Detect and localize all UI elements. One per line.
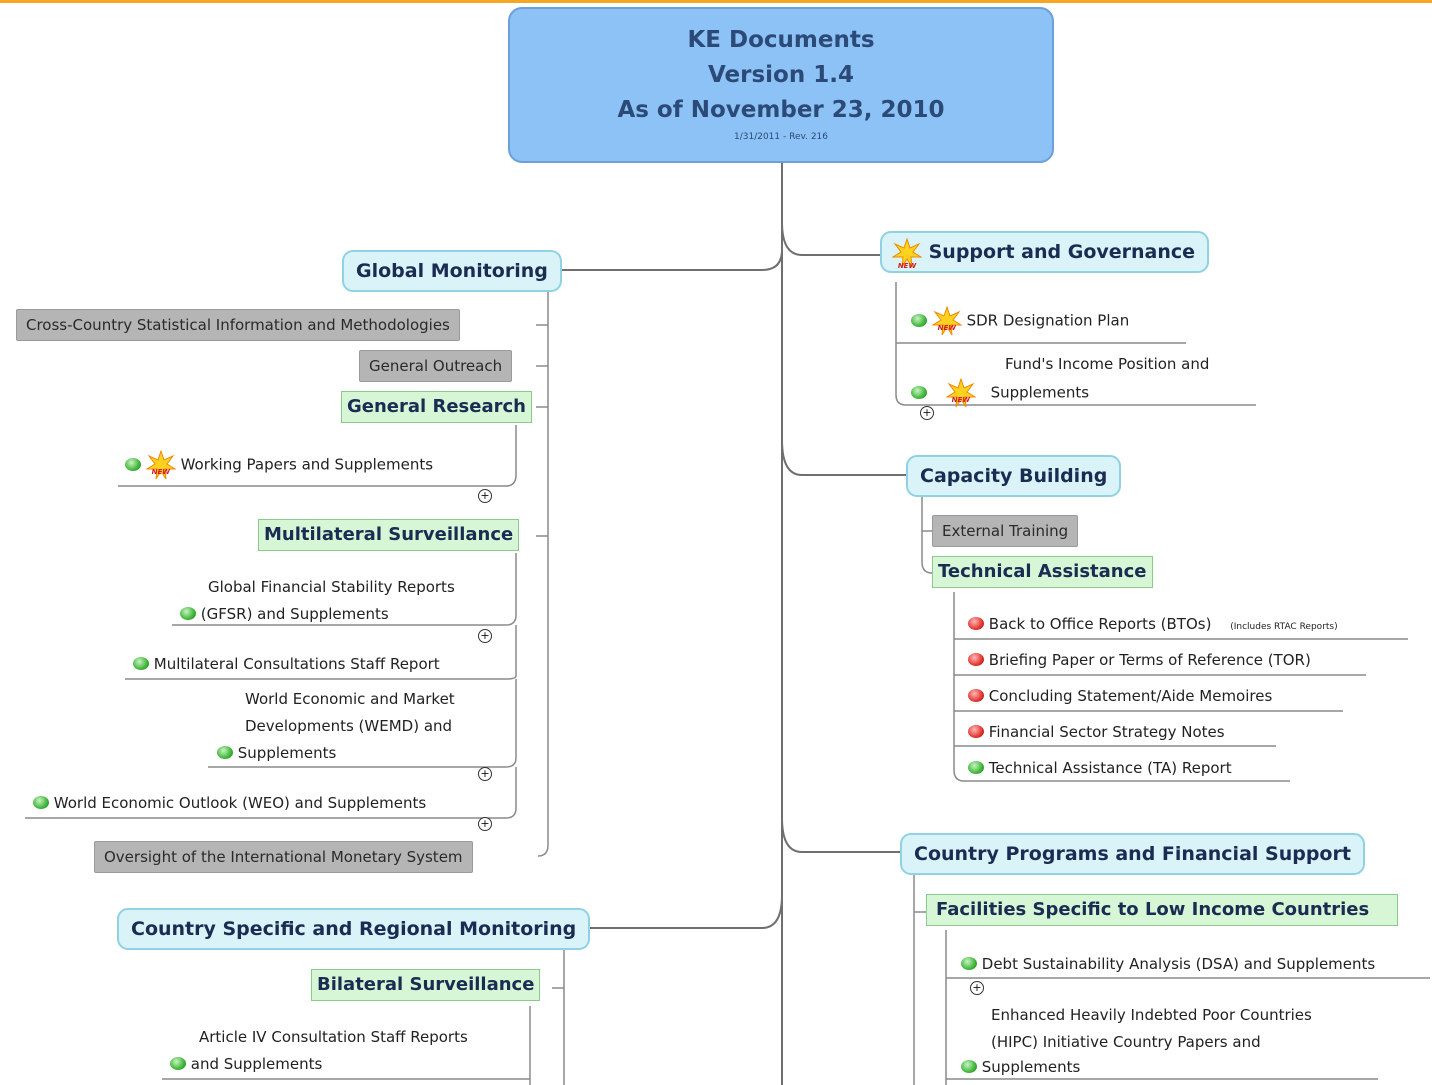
leaf-hipc-line1: Enhanced Heavily Indebted Poor Countries: [991, 1006, 1312, 1024]
green-bubble-icon: [961, 1060, 977, 1073]
green-bubble-icon: [125, 457, 141, 471]
leaf-funds-income-line2: Supplements: [990, 383, 1090, 402]
red-bubble-icon: [968, 653, 984, 666]
central-date: As of November 23, 2010: [617, 97, 945, 123]
leaf-dsa-label: Debt Sustainability Analysis (DSA) and S…: [981, 955, 1376, 973]
green-bubble-icon: [33, 796, 49, 809]
leaf-briefing-paper[interactable]: Briefing Paper or Terms of Reference (TO…: [968, 647, 1311, 674]
new-star-icon: NEW: [945, 378, 976, 408]
leaf-ta-report-label: Technical Assistance (TA) Report: [988, 759, 1232, 777]
new-badge-label: NEW: [937, 324, 956, 332]
topic-technical-assistance[interactable]: Technical Assistance: [932, 556, 1153, 588]
leaf-funds-income[interactable]: NEW Supplements: [911, 378, 1089, 408]
leaf-ta-report[interactable]: Technical Assistance (TA) Report: [968, 755, 1232, 782]
green-bubble-icon: [217, 746, 233, 759]
leaf-hipc-line2: (HIPC) Initiative Country Papers and: [991, 1033, 1261, 1051]
new-star-icon: NEW: [931, 306, 962, 336]
central-version: Version 1.4: [708, 62, 854, 88]
green-bubble-icon: [911, 385, 927, 399]
topic-country-programs[interactable]: Country Programs and Financial Support: [900, 833, 1365, 875]
new-badge-label: NEW: [951, 396, 970, 404]
leaf-bto-label: Back to Office Reports (BTOs): [988, 615, 1212, 633]
leaf-multilateral-consultations-label: Multilateral Consultations Staff Report: [153, 655, 440, 673]
leaf-sdr-designation[interactable]: NEW SDR Designation Plan: [911, 306, 1129, 336]
expand-wemd-icon[interactable]: +: [478, 767, 492, 781]
leaf-hipc-line3: Supplements: [981, 1058, 1081, 1076]
expand-gfsr-icon[interactable]: +: [478, 629, 492, 643]
leaf-wemd-line1: World Economic and Market: [245, 690, 455, 708]
topic-country-specific-monitoring[interactable]: Country Specific and Regional Monitoring: [117, 908, 591, 950]
topic-bilateral-surveillance[interactable]: Bilateral Surveillance: [311, 969, 541, 1001]
green-bubble-icon: [170, 1057, 186, 1070]
leaf-weo[interactable]: World Economic Outlook (WEO) and Supplem…: [33, 790, 426, 817]
topic-multilateral-surveillance[interactable]: Multilateral Surveillance: [258, 519, 520, 551]
expand-working-papers-icon[interactable]: +: [478, 489, 492, 503]
red-bubble-icon: [968, 617, 984, 630]
leaf-sdr-designation-label: SDR Designation Plan: [966, 311, 1130, 330]
leaf-weo-label: World Economic Outlook (WEO) and Supplem…: [53, 794, 427, 812]
expand-funds-income-icon[interactable]: +: [920, 406, 934, 420]
leaf-gfsr-line2: (GFSR) and Supplements: [200, 605, 389, 623]
leaf-concluding-statement-label: Concluding Statement/Aide Memoires: [988, 687, 1273, 705]
topic-support-governance[interactable]: NEW Support and Governance: [880, 231, 1210, 273]
leaf-funds-income-line1: Fund's Income Position and: [1005, 355, 1210, 373]
central-title: KE Documents: [687, 27, 875, 53]
leaf-wemd-line3: Supplements: [237, 744, 337, 762]
leaf-gfsr[interactable]: (GFSR) and Supplements: [180, 601, 389, 628]
new-star-icon: NEW: [892, 237, 922, 270]
topic-general-research[interactable]: General Research: [341, 391, 532, 423]
leaf-article-iv-line1: Article IV Consultation Staff Reports: [199, 1028, 468, 1046]
green-bubble-icon: [911, 313, 927, 327]
leaf-bto[interactable]: Back to Office Reports (BTOs) (Includes …: [968, 611, 1338, 641]
leaf-financial-sector-notes-label: Financial Sector Strategy Notes: [988, 723, 1225, 741]
topic-oversight[interactable]: Oversight of the International Monetary …: [94, 841, 473, 873]
leaf-financial-sector-notes[interactable]: Financial Sector Strategy Notes: [968, 719, 1225, 746]
leaf-wemd-line2: Developments (WEMD) and: [245, 717, 453, 735]
expand-dsa-icon[interactable]: +: [970, 981, 984, 995]
green-bubble-icon: [968, 761, 984, 774]
leaf-multilateral-consultations[interactable]: Multilateral Consultations Staff Report: [133, 651, 440, 678]
topic-cross-country-statistics[interactable]: Cross-Country Statistical Information an…: [16, 309, 460, 341]
leaf-working-papers-label: Working Papers and Supplements: [180, 455, 434, 474]
expand-weo-icon[interactable]: +: [478, 817, 492, 831]
green-bubble-icon: [961, 957, 977, 970]
leaf-article-iv[interactable]: and Supplements: [170, 1051, 322, 1078]
new-badge-label: NEW: [151, 468, 170, 476]
topic-global-monitoring[interactable]: Global Monitoring: [342, 250, 562, 292]
leaf-briefing-paper-label: Briefing Paper or Terms of Reference (TO…: [988, 651, 1311, 669]
new-badge-label: NEW: [897, 261, 917, 270]
topic-general-outreach[interactable]: General Outreach: [359, 350, 513, 382]
red-bubble-icon: [968, 725, 984, 738]
red-bubble-icon: [968, 689, 984, 702]
leaf-working-papers[interactable]: NEW Working Papers and Supplements: [125, 450, 433, 480]
leaf-dsa[interactable]: Debt Sustainability Analysis (DSA) and S…: [961, 951, 1375, 978]
central-revision: 1/31/2011 - Rev. 216: [733, 132, 829, 142]
top-accent-bar: [0, 0, 1432, 3]
leaf-wemd[interactable]: Supplements: [217, 740, 336, 767]
topic-support-governance-label: Support and Governance: [928, 241, 1196, 263]
leaf-concluding-statement[interactable]: Concluding Statement/Aide Memoires: [968, 683, 1272, 710]
leaf-article-iv-line2: and Supplements: [190, 1055, 323, 1073]
green-bubble-icon: [133, 657, 149, 670]
green-bubble-icon: [180, 607, 196, 620]
leaf-gfsr-line1: Global Financial Stability Reports: [208, 578, 455, 596]
leaf-bto-note: (Includes RTAC Reports): [1230, 622, 1338, 632]
new-star-icon: NEW: [145, 450, 176, 480]
topic-external-training[interactable]: External Training: [932, 515, 1079, 547]
topic-low-income-facilities[interactable]: Facilities Specific to Low Income Countr…: [926, 894, 1399, 926]
topic-capacity-building[interactable]: Capacity Building: [906, 455, 1122, 497]
central-topic[interactable]: KE Documents Version 1.4 As of November …: [508, 7, 1054, 163]
leaf-hipc[interactable]: Supplements: [961, 1054, 1080, 1081]
